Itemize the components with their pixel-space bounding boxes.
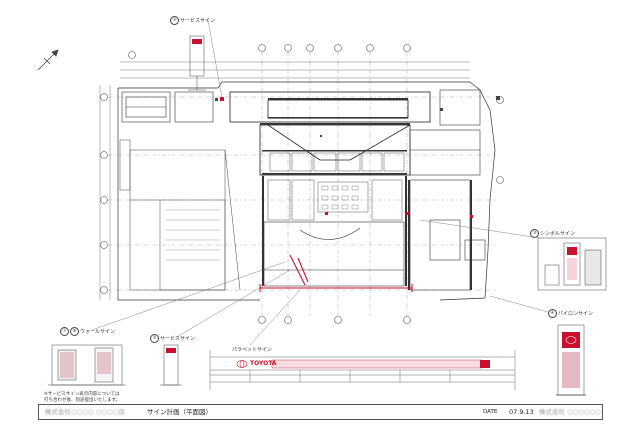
company-name: 株式会社 ○○○○○○ (539, 408, 602, 416)
note-text: ※サービスサイン表示内容については 打ち合わせ後、別途提出いたします。 (44, 392, 120, 404)
callout-wall-b: ⑧ (70, 327, 79, 336)
label-pylon-sign: パイロンサイン (558, 311, 594, 317)
client-name: 株式会社○○○○ ○○○○店 (45, 408, 125, 416)
note-line-2: 打ち合わせ後、別途提出いたします。 (44, 398, 121, 403)
date-label: DATE (483, 409, 498, 415)
pylon-sign-elevation (556, 324, 586, 396)
service-sign-top-elevation (188, 35, 206, 91)
label-service-sign-top: サービスサイン (180, 18, 216, 24)
wall-sign-elevation (48, 344, 126, 386)
callout-pylon: ④ (548, 309, 557, 318)
title-block: 株式会社○○○○ ○○○○店 サイン計画（平面図） DATE 07.9.13 株… (38, 404, 603, 420)
symbol-sign-elevation (537, 237, 607, 291)
toyota-emblem-icon (236, 360, 248, 368)
callout-wall-a: ⑦ (60, 327, 69, 336)
north-arrow-icon (37, 49, 59, 71)
toyota-logo-text: TOYOTA (250, 360, 277, 367)
label-symbol-sign: シンボルサイン (540, 231, 576, 237)
parapet-sign-elevation (209, 350, 516, 390)
callout-symbol: ③ (530, 229, 539, 238)
callout-service-bottom: ⑤ (150, 334, 159, 343)
drawing-title: サイン計画（平面図） (147, 408, 212, 416)
callout-service-top: ⑤ (170, 16, 179, 25)
label-wall-sign: ウォールサイン (80, 329, 116, 335)
service-sign-bottom-elevation (160, 344, 182, 386)
label-parapet-sign: パラペットサイン (232, 347, 273, 353)
note-line-1: ※サービスサイン表示内容については (44, 392, 120, 397)
label-service-sign-bottom: サービスサイン (160, 336, 196, 342)
date-value: 07.9.13 (509, 408, 534, 416)
